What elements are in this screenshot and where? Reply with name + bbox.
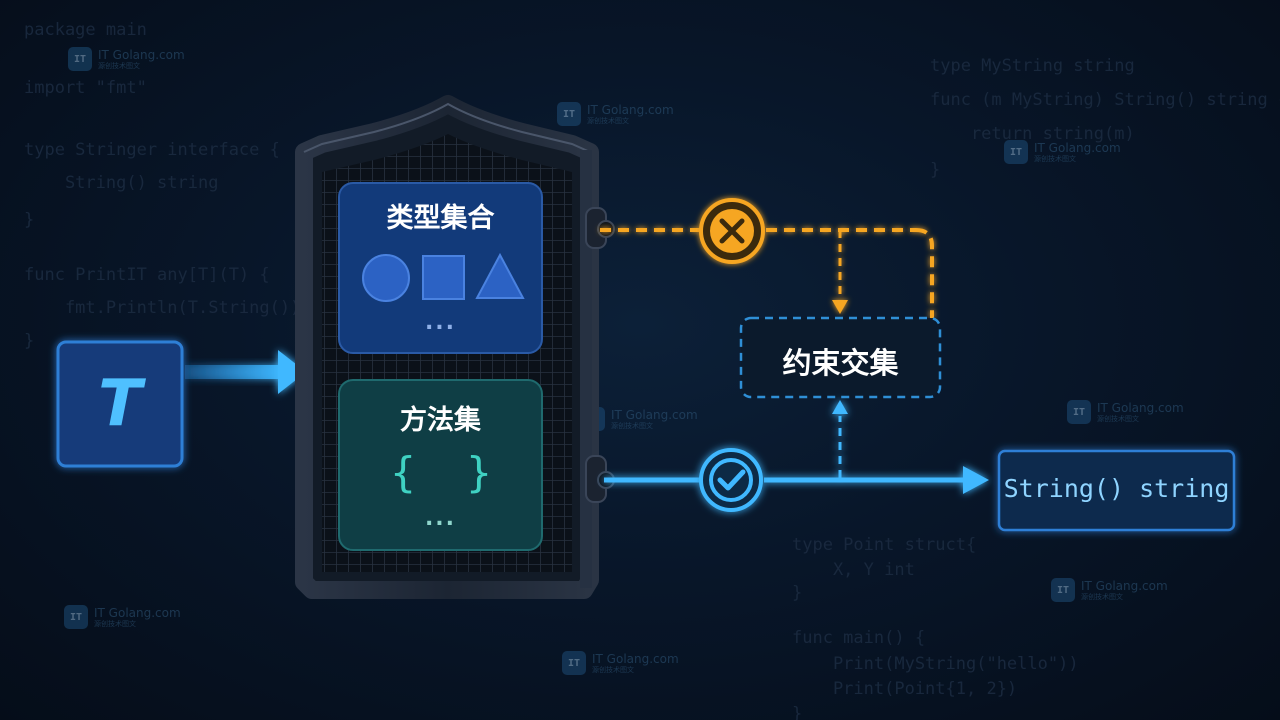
reject-path	[600, 228, 934, 318]
watermark-name: IT Golang.com	[592, 651, 679, 666]
background-code-line: }	[24, 331, 35, 351]
close-icon	[699, 198, 765, 264]
watermark-name: IT Golang.com	[98, 47, 185, 62]
background-code-line: fmt.Println(T.String())	[24, 298, 301, 318]
type-set-title: 类型集合	[386, 203, 495, 234]
watermark-subtitle: 源创技术图文	[94, 619, 136, 628]
background-code-line: type Stringer interface {	[24, 140, 280, 160]
background-code-line: String() string	[24, 173, 219, 193]
background-code-line: import "fmt"	[24, 78, 147, 98]
background-code-line: }	[24, 210, 35, 230]
watermark-subtitle: 源创技术图文	[587, 116, 629, 125]
background-code-line: func PrintIT any[T](T) {	[24, 265, 270, 285]
method-set-panel	[338, 379, 543, 551]
accept-path	[604, 400, 989, 494]
input-arrow	[185, 350, 306, 394]
watermark-name: IT Golang.com	[587, 102, 674, 117]
constraint-label: 约束交集	[782, 346, 899, 380]
background-code-line: package main	[24, 20, 147, 40]
background-code-line: Print(MyString("hello"))	[792, 654, 1079, 674]
method-set-close-brace: }	[466, 448, 492, 497]
watermark-logo: IT	[1051, 578, 1075, 602]
watermark-logo: IT	[1067, 400, 1091, 424]
watermark-logo: IT	[68, 47, 92, 71]
method-set-title: 方法集	[400, 405, 481, 436]
background-code-line: }	[930, 160, 941, 180]
output-box	[997, 449, 1236, 532]
watermark-subtitle: 源创技术图文	[1034, 154, 1076, 163]
type-set-panel	[338, 182, 543, 354]
background-code-line: type Point struct{	[792, 535, 977, 555]
background-code-line: type MyString string	[930, 56, 1135, 76]
check-icon	[699, 448, 763, 512]
watermark-logo: IT	[1004, 140, 1028, 164]
watermark-name: IT Golang.com	[611, 407, 698, 422]
watermark-subtitle: 源创技术图文	[1097, 414, 1139, 423]
watermark-name: IT Golang.com	[94, 605, 181, 620]
watermark-subtitle: 源创技术图文	[611, 421, 653, 430]
triangle-shape	[475, 252, 525, 299]
background-code-line: Print(Point{1, 2})	[792, 679, 1018, 699]
type-param-label: T	[98, 367, 142, 441]
square-shape	[422, 255, 465, 300]
background-code-line: func main() {	[792, 628, 926, 648]
watermark-name: IT Golang.com	[1081, 578, 1168, 593]
background-code-line: return string(m)	[930, 124, 1135, 144]
watermark-logo: IT	[557, 102, 581, 126]
background-code-line: func (m MyString) String() string {	[930, 90, 1280, 110]
type-set-ellipsis: ...	[424, 310, 457, 335]
circle-shape	[362, 254, 410, 302]
watermark-subtitle: 源创技术图文	[592, 665, 634, 674]
watermark-name: IT Golang.com	[1097, 400, 1184, 415]
background-code-line: X, Y int	[792, 560, 915, 580]
watermark-subtitle: 源创技术图文	[98, 61, 140, 70]
background-code-line: }	[792, 704, 803, 720]
method-set-ellipsis: ...	[424, 506, 457, 531]
watermark-name: IT Golang.com	[1034, 140, 1121, 155]
method-set-open-brace: {	[390, 448, 416, 497]
output-label: String() string	[1003, 474, 1230, 503]
watermark-logo: IT	[64, 605, 88, 629]
type-param-box	[56, 340, 184, 468]
watermark-logo: IT	[562, 651, 586, 675]
watermark-subtitle: 源创技术图文	[1081, 592, 1123, 601]
constraint-box	[739, 316, 942, 399]
background-code-line: }	[792, 583, 803, 603]
